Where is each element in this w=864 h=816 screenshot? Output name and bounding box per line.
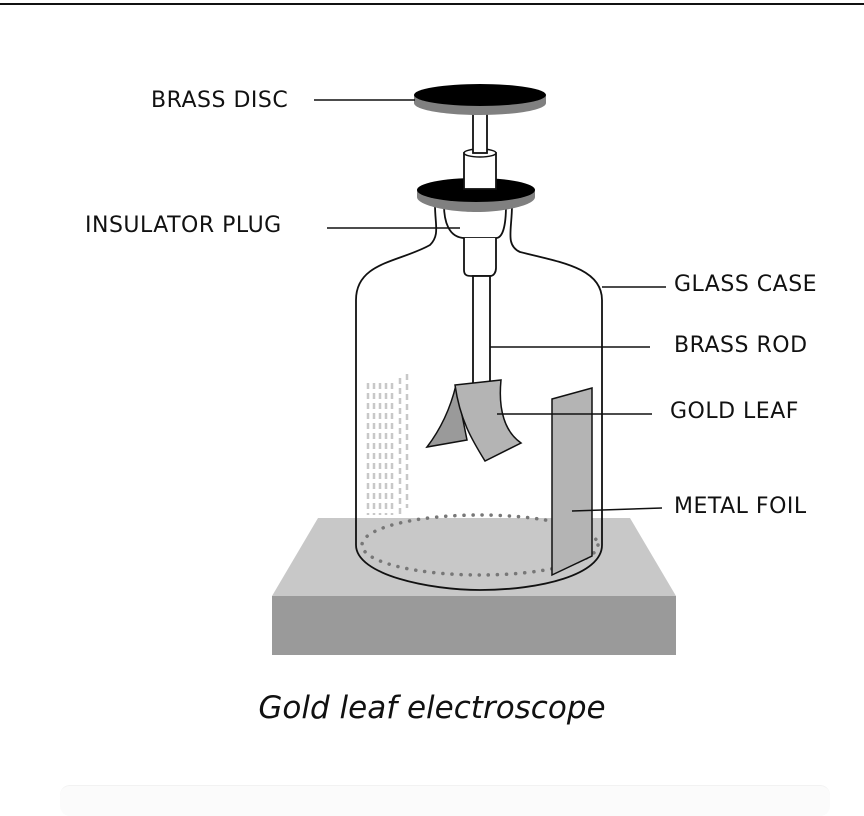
- diagram-caption: Gold leaf electroscope: [258, 690, 606, 726]
- gold-leaf: [425, 379, 523, 462]
- lower-disc: [417, 178, 535, 212]
- base-front: [272, 596, 676, 655]
- metal-foil: [551, 387, 593, 577]
- label-glass-case: GLASS CASE: [674, 272, 818, 297]
- glass-reflection: [366, 374, 409, 515]
- brass-rod: [472, 275, 491, 387]
- dotted-ellipse: [360, 513, 600, 577]
- leader-metal-foil: [571, 507, 663, 512]
- label-brass-rod: BRASS ROD: [674, 333, 808, 358]
- brass-disc: [414, 84, 546, 115]
- label-brass-disc: BRASS DISC: [151, 88, 289, 113]
- bottom-panel: [60, 785, 830, 816]
- connector-cylinder: [463, 152, 497, 190]
- rod-sleeve: [463, 238, 497, 277]
- glass-case: [355, 204, 603, 591]
- label-gold-leaf: GOLD LEAF: [670, 399, 799, 424]
- base: [272, 518, 676, 655]
- label-insulator-plug: INSULATOR PLUG: [85, 213, 282, 238]
- leader-lines: [314, 99, 666, 512]
- top-border: [0, 3, 864, 5]
- upper-stem: [472, 109, 488, 154]
- label-metal-foil: METAL FOIL: [674, 494, 807, 519]
- base-top: [272, 518, 676, 596]
